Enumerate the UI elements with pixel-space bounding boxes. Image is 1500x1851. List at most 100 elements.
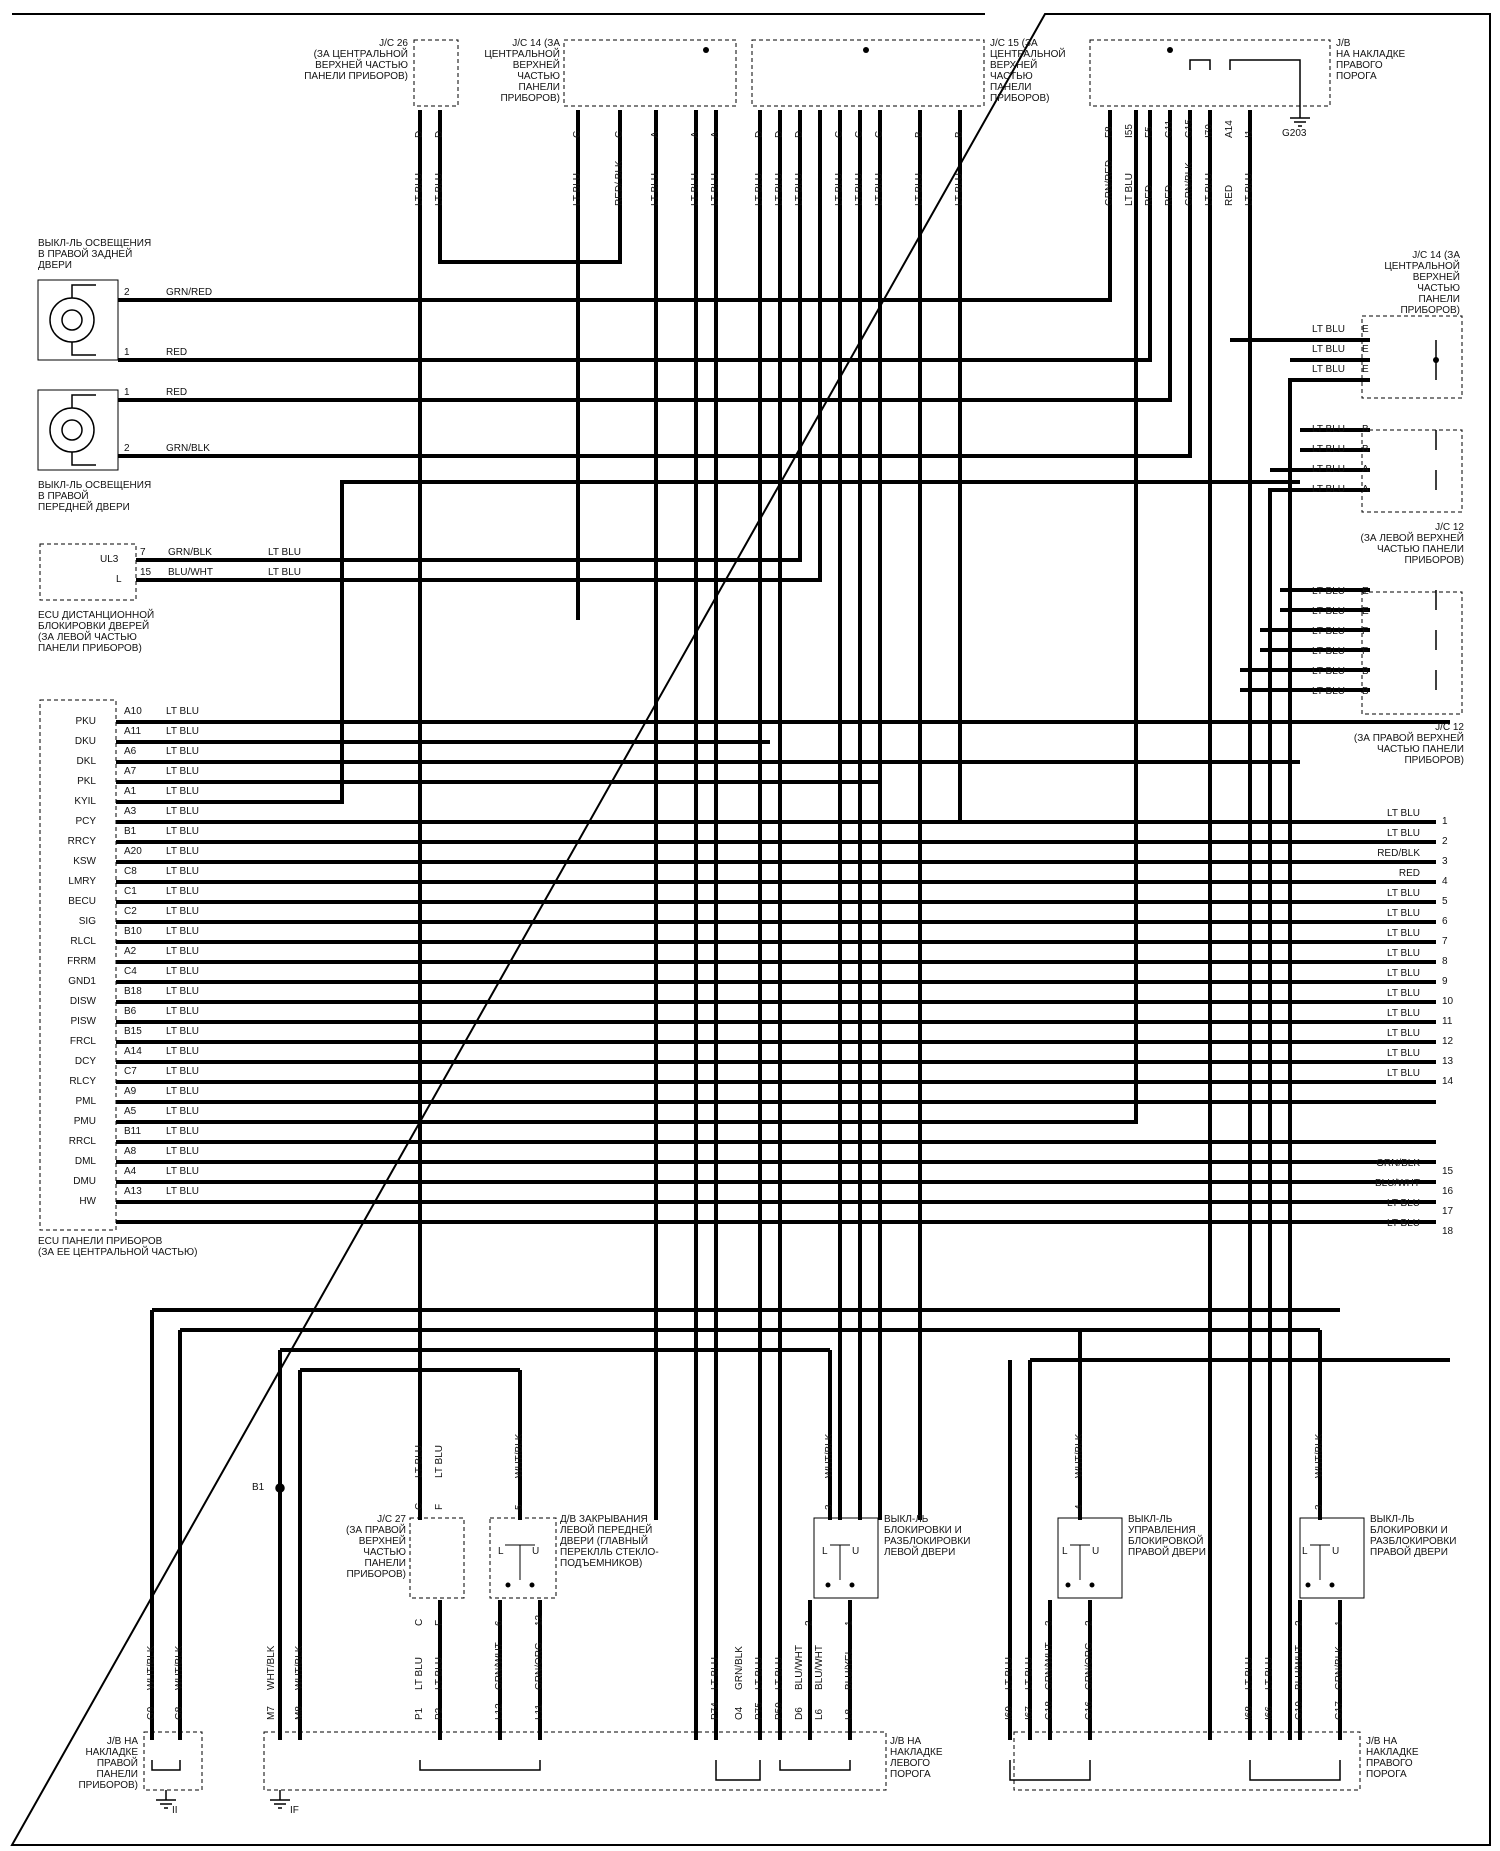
jc-pin: A — [1362, 484, 1369, 495]
bottom-pin: L11 — [534, 1704, 545, 1720]
ecu-pin-name: DISW — [69, 996, 96, 1007]
ecu-pin-number: B11 — [124, 1126, 142, 1137]
wire-label: LT BLU — [166, 1086, 199, 1097]
ecu-pin-name: RRCL — [68, 1136, 96, 1147]
top-wire: LT BLU — [794, 173, 805, 206]
ecu-pin-name: RLCY — [69, 1076, 96, 1087]
ecu-pin-name: KYIL — [74, 796, 96, 807]
bottom-wire: WHT/BLK — [266, 1645, 277, 1690]
jb-top-box — [1089, 39, 1331, 107]
right-control-switch-label: ВЫКЛ-ЛЬ УПРАВЛЕНИЯ БЛОКИРОВКОЙ ПРАВОЙ ДВ… — [1128, 1514, 1206, 1558]
top-wire: LT BLU — [690, 173, 701, 206]
switch-top-wire: WHT/BLK — [824, 1433, 835, 1478]
top-pin: A — [650, 131, 661, 138]
top-wire: LT BLU — [434, 173, 445, 206]
bottom-pin: P59 — [774, 1702, 785, 1720]
top-pin: C — [834, 130, 845, 138]
switch-bottom-pin: 2 — [1084, 1620, 1095, 1626]
bottom-wire: LT BLU — [434, 1657, 445, 1690]
ecu-pin-name: PML — [75, 1096, 96, 1107]
jc27-box — [409, 1517, 465, 1599]
top-pin: G15 — [1184, 119, 1195, 138]
wire-label: GRN/BLK — [1376, 1158, 1420, 1169]
switch-top-pin: 3 — [824, 1504, 835, 1510]
top-pin: B — [954, 131, 965, 138]
wire-label: LT BLU — [166, 926, 199, 937]
top-wire: LT BLU — [650, 173, 661, 206]
switch-bottom-pin: C — [414, 1618, 425, 1626]
panel-ecu-label: ECU ПАНЕЛИ ПРИБОРОВ (ЗА ЕЕ ЦЕНТРАЛЬНОЙ Ч… — [38, 1236, 198, 1258]
terminal-number: 7 — [1442, 936, 1448, 947]
bottom-pin: L12 — [494, 1703, 505, 1720]
wire-label: LT BLU — [1312, 364, 1345, 375]
switch-bottom-pin: 12 — [534, 1614, 545, 1626]
right-control-switch-box — [1057, 1517, 1123, 1599]
wire-label: LT BLU — [1387, 1028, 1420, 1039]
jc14-top-box — [563, 39, 737, 107]
ecu-pin-number: A1 — [124, 786, 137, 797]
ecu-pin-name: LMRY — [68, 876, 96, 887]
wire-label: LT BLU — [166, 946, 199, 957]
top-pin: F8 — [1104, 126, 1115, 138]
terminal-number: 2 — [1442, 836, 1448, 847]
terminal-number: 9 — [1442, 976, 1448, 987]
top-wire: LT BLU — [710, 173, 721, 206]
ecu-pin-number: C2 — [124, 906, 137, 917]
bottom-pin: G9 — [146, 1706, 157, 1720]
wire-label: GRN/BLK — [166, 443, 210, 454]
terminal-number: 17 — [1442, 1206, 1454, 1217]
wire-label: LT BLU — [166, 846, 199, 857]
switch-letter: L — [1302, 1546, 1308, 1557]
jb-left-sill-label: J/B НА НАКЛАДКЕ ЛЕВОГО ПОРОГА — [890, 1736, 943, 1780]
ground-g203-label: G203 — [1282, 128, 1307, 139]
bottom-wire: GRN/ORG — [534, 1642, 545, 1690]
switch-letter: U — [852, 1546, 860, 1557]
ecu-pin-number: C4 — [124, 966, 137, 977]
rear-door-switch-box — [37, 279, 119, 361]
terminal-number: 16 — [1442, 1186, 1454, 1197]
switch-top-pin: 4 — [1074, 1504, 1085, 1510]
ecu-pin-number: A14 — [124, 1046, 142, 1057]
front-door-switch-label: ВЫКЛ-ЛЬ ОСВЕЩЕНИЯ В ПРАВОЙ ПЕРЕДНЕЙ ДВЕР… — [38, 480, 152, 513]
jb-right-sill-box — [1013, 1731, 1361, 1791]
wire-label: LT BLU — [1312, 666, 1345, 677]
splice-dots — [703, 47, 1439, 363]
switch-letter: L — [822, 1546, 828, 1557]
wire-label: LT BLU — [166, 1166, 199, 1177]
ecu-pin-name: SIG — [78, 916, 96, 927]
top-wire: LT BLU — [914, 173, 925, 206]
jc26-label: J/C 26 (ЗА ЦЕНТРАЛЬНОЙ ВЕРХНЕЙ ЧАСТЬЮ ПА… — [304, 38, 408, 82]
wire-label: LT BLU — [1312, 606, 1345, 617]
jc15-box — [751, 39, 985, 107]
top-pin: I1 — [1244, 129, 1255, 138]
wire-label: BLU/WHT — [168, 567, 213, 578]
jb-panel-box — [143, 1731, 203, 1791]
bottom-wire: LT BLU — [1244, 1657, 1255, 1690]
wire-label: LT BLU — [1312, 686, 1345, 697]
wire-label: LT BLU — [166, 746, 199, 757]
top-wire: LT BLU — [954, 173, 965, 206]
ecu-pin-name: FRRM — [67, 956, 96, 967]
wire-label: LT BLU — [1387, 968, 1420, 979]
ecu-pin-name: GND1 — [68, 976, 96, 987]
ul3-label: UL3 — [100, 554, 119, 565]
ecu-pin-name: BECU — [68, 896, 96, 907]
terminal-number: 1 — [1442, 816, 1448, 827]
right-lock-switch-label: ВЫКЛ-ЛЬ БЛОКИРОВКИ И РАЗБЛОКИРОВКИ ПРАВО… — [1370, 1514, 1457, 1558]
terminal-number: 5 — [1442, 896, 1448, 907]
ecu-pin-number: A8 — [124, 1146, 137, 1157]
wire-label: LT BLU — [166, 966, 199, 977]
top-pin: D — [414, 130, 425, 138]
top-pin: C — [614, 130, 625, 138]
ecu-pin-number: A3 — [124, 806, 137, 817]
top-wire: LT BLU — [834, 173, 845, 206]
jc15-label: J/C 15 (ЗА ЦЕНТРАЛЬНОЙ ВЕРХНЕЙ ЧАСТЬЮ ПА… — [990, 38, 1066, 104]
wire-label: LT BLU — [1387, 1218, 1420, 1229]
ecu-pin-name: PKL — [77, 776, 96, 787]
frame — [10, 13, 1491, 1846]
bottom-wire: LT BLU — [710, 1657, 721, 1690]
wire-label: LT BLU — [1387, 888, 1420, 899]
switch-bottom-pin: F — [434, 1619, 445, 1626]
jc-pin: E — [1362, 344, 1369, 355]
top-pin: A — [690, 131, 701, 138]
